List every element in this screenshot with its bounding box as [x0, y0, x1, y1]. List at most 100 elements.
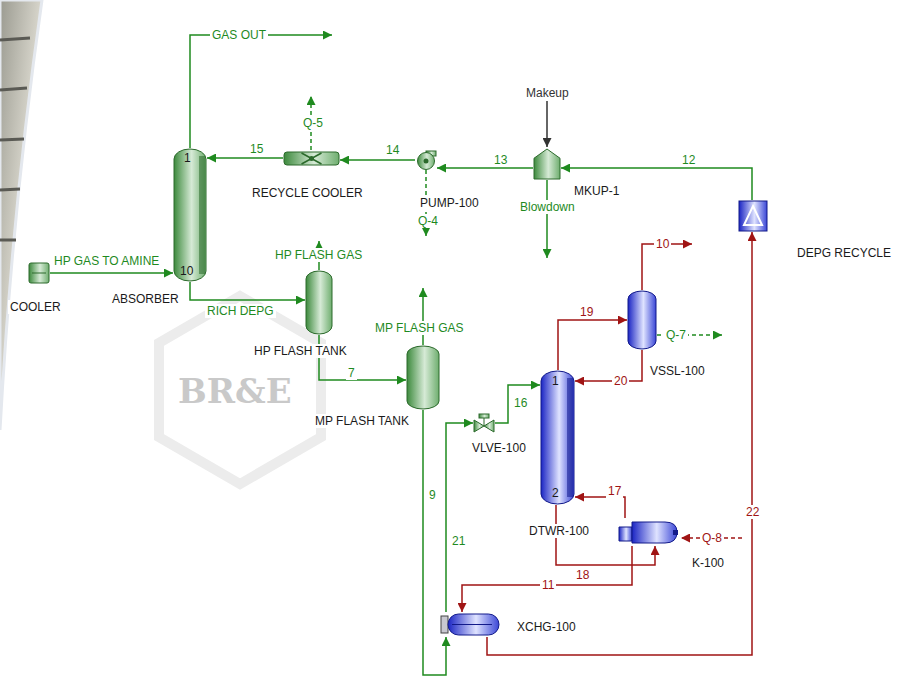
- flash-tank: MP FLASH TANK: [406, 345, 440, 410]
- vessel-shell: [306, 271, 332, 334]
- stream-label: 14: [384, 143, 401, 157]
- equipment-icon: [283, 150, 340, 167]
- stream-label: 22: [744, 505, 761, 519]
- cooler-body: [284, 152, 339, 165]
- flash-gas-stream: [422, 288, 424, 345]
- recycle-symbol: [744, 206, 762, 225]
- process-stream: [575, 497, 625, 518]
- equipment-icon: [617, 518, 679, 546]
- vessel-shell: [628, 291, 656, 349]
- mixer: MKUP-1: [533, 148, 561, 180]
- reboiler-nozzle: [673, 530, 678, 535]
- watermark-hexagon: [159, 296, 321, 484]
- equipment-icon: [415, 150, 437, 170]
- stream-label: MP FLASH GAS: [373, 321, 465, 335]
- stream-label: Q-4: [416, 214, 440, 228]
- equipment-label: VLVE-100: [470, 441, 528, 455]
- equipment-label: VSSL-100: [648, 364, 707, 378]
- stream-label: RICH DEPG: [205, 304, 276, 318]
- equipment-label: RECYCLE COOLER: [250, 186, 365, 200]
- equipment-icon: [533, 148, 561, 180]
- fan-hub: [309, 156, 314, 161]
- column-edge: [199, 156, 205, 274]
- stream-label: HP FLASH GAS: [273, 248, 364, 262]
- valve-actuator: [479, 414, 489, 418]
- pump-hub: [424, 159, 429, 164]
- reboiler-head: [619, 527, 632, 541]
- equipment-label: MP FLASH TANK: [313, 414, 411, 428]
- equipment-label: K-100: [690, 556, 726, 570]
- stream-label: 20: [612, 374, 629, 388]
- stream-label: 11: [540, 578, 556, 592]
- cooler-body: [29, 263, 49, 283]
- tray-number: 10: [180, 264, 193, 278]
- recycle-block: DEPG RECYCLE: [738, 200, 768, 232]
- stream-label: Q-8: [700, 531, 724, 545]
- stream-label: 12: [680, 153, 697, 167]
- valve-body: [484, 420, 494, 432]
- stream-label: 17: [606, 484, 623, 498]
- reboiler-shell: [632, 522, 677, 543]
- process-stream: [207, 157, 283, 159]
- stream-label: 10: [654, 237, 671, 251]
- heat-exchanger: XCHG-100: [440, 612, 500, 637]
- cooler: COOLER: [28, 262, 50, 284]
- stream-label: 7: [346, 366, 357, 380]
- process-stream: [462, 546, 632, 612]
- equipment-label: XCHG-100: [515, 620, 578, 634]
- vessel-shell: [407, 346, 439, 409]
- fan-blades: [302, 153, 322, 164]
- equipment-icon: [473, 413, 495, 433]
- column-edge: [567, 378, 573, 497]
- separator-vessel: VSSL-100: [627, 290, 657, 350]
- pump: PUMP-100: [415, 150, 437, 170]
- tray-number: 1: [184, 151, 191, 165]
- cooler-detail: [32, 273, 46, 274]
- exchanger-tubes: [452, 624, 492, 625]
- blowdown-stream: [546, 180, 548, 258]
- equipment-icon: [738, 200, 768, 232]
- equipment-label: HP FLASH TANK: [252, 344, 349, 358]
- process-stream: [561, 168, 752, 200]
- stream-label: 18: [574, 568, 591, 582]
- stream-label: Q-5: [301, 116, 325, 130]
- equipment-icon: [305, 270, 333, 335]
- control-valve: VLVE-100: [473, 413, 495, 433]
- process-stream: [437, 167, 533, 169]
- process-stream: [446, 423, 473, 612]
- stream-label: Q-7: [664, 328, 688, 342]
- air-cooler: RECYCLE COOLER: [283, 150, 340, 167]
- equipment-icon: [406, 345, 440, 410]
- process-stream: [50, 272, 173, 274]
- equipment-icon: [440, 612, 500, 637]
- equipment-label: ABSORBER: [110, 292, 181, 306]
- stream-label: 16: [512, 396, 529, 410]
- connector-group: [50, 158, 752, 675]
- exchanger-shell: [448, 614, 499, 635]
- process-stream: [340, 159, 415, 161]
- process-stream: [558, 320, 627, 370]
- process-stream: [575, 350, 642, 381]
- watermark: BR&E: [178, 372, 292, 410]
- stream-label: GAS OUT: [210, 28, 268, 42]
- column-shell: [541, 371, 574, 504]
- stream-label: 21: [450, 534, 467, 548]
- exchanger-cap: [441, 616, 448, 633]
- equipment-icon: [28, 262, 50, 284]
- recycle-block: [739, 201, 767, 231]
- stream-label: Makeup: [524, 86, 571, 100]
- photo-detail: [0, 38, 30, 240]
- stream-label: 9: [427, 488, 438, 502]
- stream-label: HP GAS TO AMINE: [52, 254, 161, 268]
- process-stream: [495, 385, 540, 423]
- process-stream: [423, 410, 446, 675]
- equipment-icon: [173, 148, 207, 282]
- tray-number: 1: [552, 374, 559, 388]
- reboiler: K-100: [617, 518, 679, 546]
- equipment-icon: [540, 370, 575, 505]
- equipment-label: COOLER: [8, 300, 63, 314]
- mixer-body: [534, 149, 560, 179]
- equipment-icon: [627, 290, 657, 350]
